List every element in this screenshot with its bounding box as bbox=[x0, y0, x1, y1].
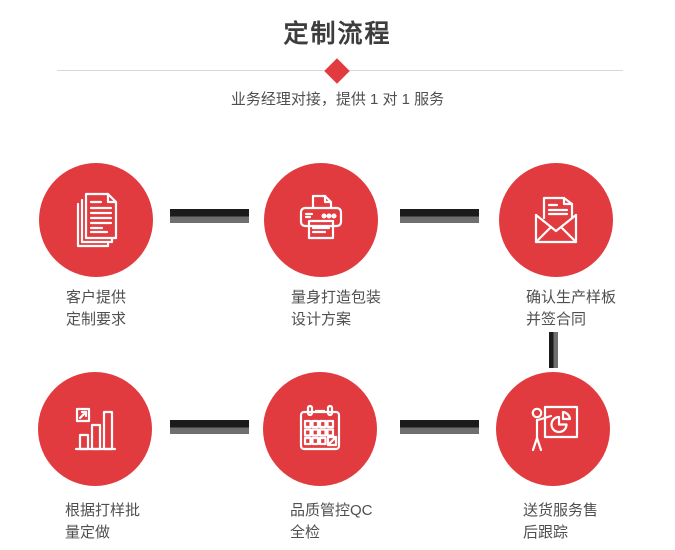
step-delivery-aftersales: 送货服务售 后跟踪 bbox=[496, 372, 666, 544]
step-label-line: 品质管控QC bbox=[290, 502, 373, 519]
step-customer-requirements: 客户提供 定制要求 bbox=[39, 163, 209, 331]
step-label-line: 客户提供 bbox=[66, 289, 127, 306]
step-circle bbox=[499, 163, 613, 277]
connector-bar-vertical bbox=[549, 332, 558, 368]
step-label: 确认生产样板 并签合同 bbox=[526, 287, 669, 331]
step-label-line: 量身打造包装 bbox=[291, 289, 382, 306]
step-circle bbox=[496, 372, 610, 486]
calendar-icon bbox=[299, 404, 341, 451]
step-label-line: 根据打样批 bbox=[65, 502, 141, 519]
presentation-icon bbox=[531, 405, 579, 452]
step-batch-production: 根据打样批 量定做 bbox=[38, 372, 208, 544]
growth-chart-icon bbox=[74, 407, 117, 451]
step-label-line: 送货服务售 bbox=[523, 502, 599, 519]
step-packaging-design: 量身打造包装 设计方案 bbox=[264, 163, 434, 331]
step-label: 品质管控QC 全检 bbox=[290, 500, 433, 544]
printer-icon bbox=[299, 194, 343, 240]
step-circle bbox=[39, 163, 153, 277]
step-label-line: 定制要求 bbox=[66, 311, 127, 328]
step-label: 量身打造包装 设计方案 bbox=[291, 287, 434, 331]
step-label-line: 量定做 bbox=[65, 524, 111, 541]
connector-bar-horizontal bbox=[170, 420, 249, 434]
step-qc-inspection: 品质管控QC 全检 bbox=[263, 372, 433, 544]
step-circle bbox=[38, 372, 152, 486]
step-label-line: 全检 bbox=[290, 524, 321, 541]
step-label-line: 确认生产样板 bbox=[526, 289, 617, 306]
step-circle bbox=[263, 372, 377, 486]
step-sample-contract: 确认生产样板 并签合同 bbox=[499, 163, 669, 331]
page-title: 定制流程 bbox=[283, 20, 392, 48]
step-circle bbox=[264, 163, 378, 277]
subtitle: 业务经理对接，提供 1 对 1 服务 bbox=[230, 91, 445, 108]
documents-icon bbox=[76, 192, 118, 248]
step-label-line: 设计方案 bbox=[291, 311, 352, 328]
step-label-line: 并签合同 bbox=[526, 311, 587, 328]
step-label: 根据打样批 量定做 bbox=[65, 500, 208, 544]
step-label: 客户提供 定制要求 bbox=[66, 287, 209, 331]
connector-bar-horizontal bbox=[400, 209, 479, 223]
diamond-marker bbox=[324, 58, 350, 84]
connector-bar-horizontal bbox=[170, 209, 249, 223]
step-label-line: 后跟踪 bbox=[523, 524, 569, 541]
envelope-icon bbox=[534, 196, 578, 244]
connector-bar-horizontal bbox=[400, 420, 479, 434]
step-label: 送货服务售 后跟踪 bbox=[523, 500, 666, 544]
